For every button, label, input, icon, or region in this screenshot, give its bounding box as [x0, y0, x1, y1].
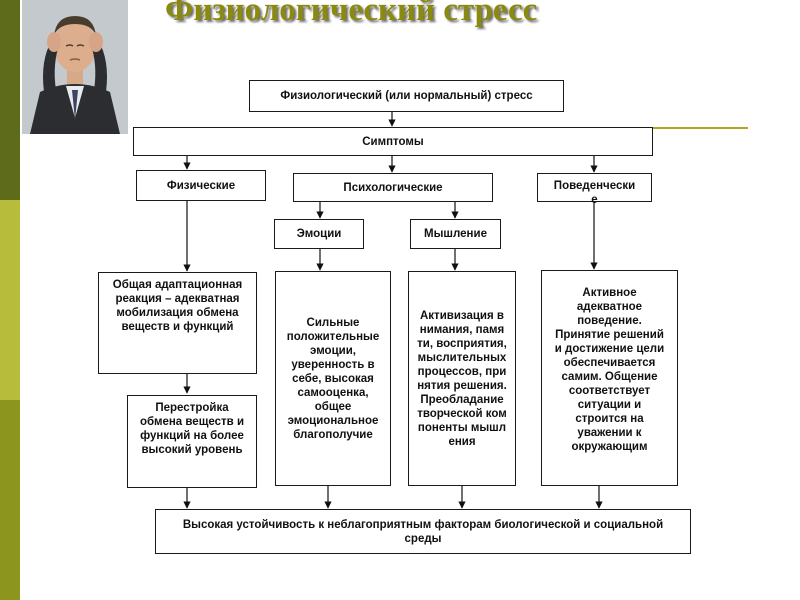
behavioral-label: Поведенчески е	[553, 180, 636, 206]
psychological-box: Психологические	[293, 173, 493, 202]
sidebar-stripe-mid	[0, 400, 20, 600]
thinking-detail-text: Активизация внимания, памяти, восприятия…	[417, 309, 507, 448]
behavioral-detail-text: Активное адекватное поведение. Принятие …	[554, 287, 665, 453]
result-text: Высокая устойчивость к неблагоприятным ф…	[182, 518, 664, 545]
result-box: Высокая устойчивость к неблагоприятным ф…	[155, 509, 691, 554]
behavioral-box: Поведенчески е	[537, 173, 652, 206]
root-label: Физиологический (или нормальный) стресс	[280, 90, 533, 102]
emotions-detail-box: Сильные положительные эмоции, уверенност…	[275, 271, 391, 486]
physical-box: Физические	[136, 170, 266, 201]
stressed-man-photo	[22, 0, 128, 134]
psychological-label: Психологические	[343, 181, 443, 194]
stressed-man-illustration	[22, 0, 128, 134]
physical-detail-text: Общая адаптационная реакция – адекватная…	[112, 279, 243, 333]
physical-detail-box: Общая адаптационная реакция – адекватная…	[98, 272, 257, 374]
thinking-detail-box: Активизация внимания, памяти, восприятия…	[408, 271, 516, 486]
symptoms-label: Симптомы	[362, 135, 424, 148]
emotions-detail-text: Сильные положительные эмоции, уверенност…	[286, 316, 380, 441]
emotions-label: Эмоции	[296, 228, 342, 240]
rebuild-box: Перестройка обмена веществ и функций на …	[127, 395, 257, 488]
title-underline	[653, 127, 748, 129]
sidebar-stripe-dark	[0, 0, 20, 200]
root-box: Физиологический (или нормальный) стресс	[249, 80, 564, 112]
slide-title: Физиологический стресс	[165, 0, 538, 28]
symptoms-box: Симптомы	[133, 127, 653, 156]
thinking-label: Мышление	[424, 228, 487, 240]
rebuild-text: Перестройка обмена веществ и функций на …	[139, 402, 245, 456]
physical-label: Физические	[166, 179, 236, 192]
sidebar-stripe-light	[0, 200, 20, 400]
emotions-box: Эмоции	[274, 219, 364, 249]
thinking-box: Мышление	[410, 219, 501, 249]
behavioral-detail-box: Активное адекватное поведение. Принятие …	[541, 270, 678, 486]
